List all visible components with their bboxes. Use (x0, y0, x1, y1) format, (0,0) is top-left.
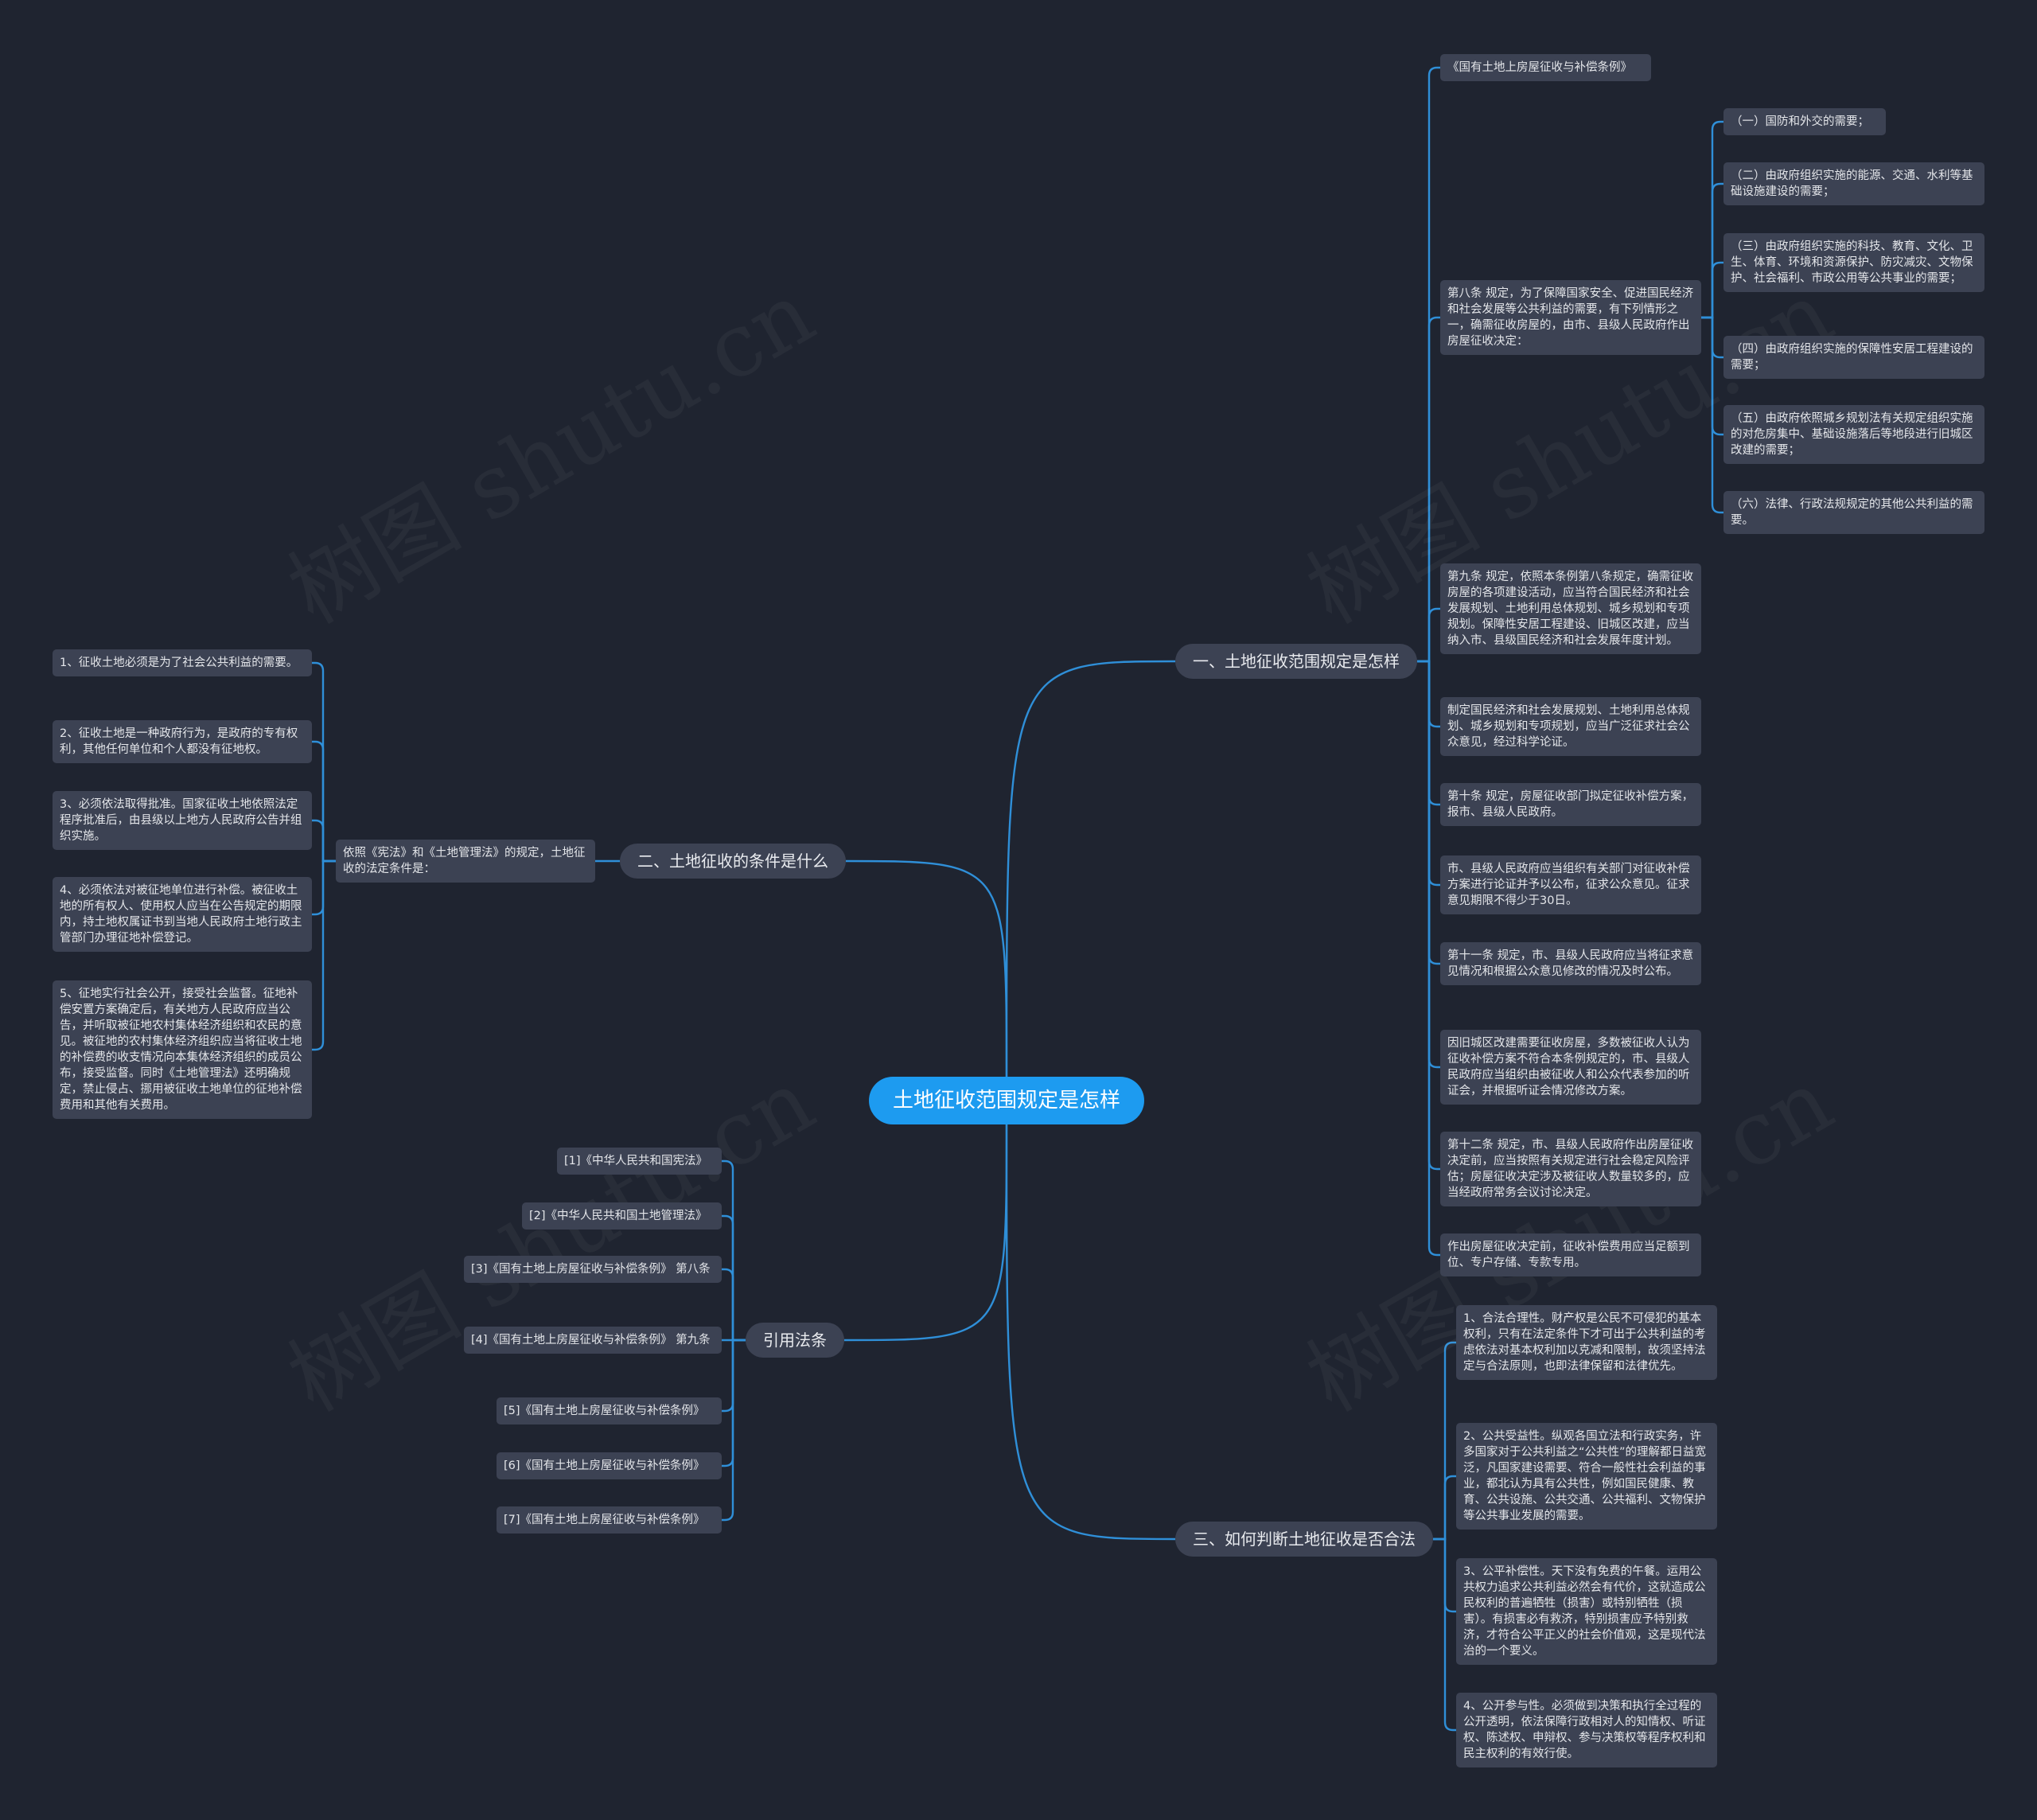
child-connector (722, 1214, 746, 1342)
child-connector (1701, 182, 1723, 319)
leaf-article-8-item-6[interactable]: （六）法律、行政法规规定的其他公共利益的需要。 (1723, 491, 1984, 534)
leaf-condition-1[interactable]: 1、征收土地必须是为了社会公共利益的需要。 (53, 649, 312, 676)
branch-connector (845, 859, 1008, 1078)
leaf-article-8-item-2[interactable]: （二）由政府组织实施的能源、交通、水利等基础设施建设的需要； (1723, 162, 1984, 205)
child-connector (1433, 1341, 1456, 1541)
child-connector (1701, 120, 1723, 319)
child-connector (1433, 1475, 1456, 1541)
leaf-article-9[interactable]: 第九条 规定，依照本条例第八条规定，确需征收房屋的各项建设活动，应当符合国民经济… (1440, 563, 1701, 654)
leaf-legality-criterion-2[interactable]: 2、公共受益性。纵观各国立法和行政实务，许多国家对于公共利益之“公共性”的理解都… (1456, 1423, 1717, 1530)
branch-connector (1005, 1124, 1176, 1541)
leaf-article-8-item-1[interactable]: （一）国防和外交的需要； (1723, 108, 1886, 135)
child-connector (312, 740, 336, 863)
leaf-condition-2[interactable]: 2、征收土地是一种政府行为，是政府的专有权利，其他任何单位和个人都没有征地权。 (53, 720, 312, 763)
citation-item[interactable]: [2]《中华人民共和国土地管理法》 (522, 1202, 722, 1230)
child-connector (1417, 316, 1440, 663)
leaf-legality-criterion-3[interactable]: 3、公平补偿性。天下没有免费的午餐。运用公共权力追求公共利益必然会有代价，这就造… (1456, 1558, 1717, 1665)
leaf-regulation-title[interactable]: 《国有土地上房屋征收与补偿条例》 (1440, 54, 1651, 81)
leaf-article-8-item-5[interactable]: （五）由政府依照城乡规划法有关规定组织实施的对危房集中、基础设施落后等地段进行旧… (1723, 405, 1984, 464)
leaf-compensation-funds[interactable]: 作出房屋征收决定前，征收补偿费用应当足额到位、专户存储、专款专用。 (1440, 1233, 1701, 1276)
leaf-legal-conditions[interactable]: 依照《宪法》和《土地管理法》的规定，土地征收的法定条件是： (336, 840, 595, 883)
leaf-article-12[interactable]: 第十二条 规定，市、县级人民政府作出房屋征收决定前，应当按照有关规定进行社会稳定… (1440, 1132, 1701, 1206)
child-connector (1417, 66, 1440, 663)
child-connector (722, 1268, 746, 1342)
leaf-article-8-item-3[interactable]: （三）由政府组织实施的科技、教育、文化、卫生、体育、环境和资源保护、防灾减灾、文… (1723, 233, 1984, 292)
citation-item[interactable]: [7]《国有土地上房屋征收与补偿条例》 (497, 1506, 722, 1534)
citation-item[interactable]: [5]《国有土地上房屋征收与补偿条例》 (497, 1397, 722, 1424)
child-connector (312, 819, 336, 863)
leaf-condition-3[interactable]: 3、必须依法取得批准。国家征收土地依照法定程序批准后，由县级以上地方人民政府公告… (53, 791, 312, 850)
leaf-article-8[interactable]: 第八条 规定，为了保障国家安全、促进国民经济和社会发展等公共利益的需要，有下列情… (1440, 280, 1701, 355)
leaf-article-8-item-4[interactable]: （四）由政府组织实施的保障性安居工程建设的需要； (1723, 336, 1984, 379)
child-connector (1417, 660, 1440, 1257)
child-connector (312, 661, 336, 863)
citation-item[interactable]: [1]《中华人民共和国宪法》 (557, 1148, 722, 1175)
branch-connector (843, 1124, 1008, 1342)
leaf-old-city-hearing[interactable]: 因旧城区改建需要征收房屋，多数被征收人认为征收补偿方案不符合本条例规定的，市、县… (1440, 1030, 1701, 1105)
citation-item[interactable]: [3]《国有土地上房屋征收与补偿条例》 第八条 (464, 1256, 722, 1283)
citation-item[interactable]: [4]《国有土地上房屋征收与补偿条例》 第九条 (464, 1327, 722, 1354)
root-topic[interactable]: 土地征收范围规定是怎样 (869, 1077, 1145, 1124)
child-connector (1433, 1537, 1456, 1732)
child-connector (1701, 316, 1723, 514)
leaf-condition-5[interactable]: 5、征地实行社会公开，接受社会监督。征地补偿安置方案确定后，有关地方人民政府应当… (53, 980, 312, 1119)
leaf-article-10[interactable]: 第十条 规定，房屋征收部门拟定征收补偿方案，报市、县级人民政府。 (1440, 783, 1701, 826)
child-connector (1701, 261, 1723, 319)
leaf-planning-consultation[interactable]: 制定国民经济和社会发展规划、土地利用总体规划、城乡规划和专项规划，应当广泛征求社… (1440, 697, 1701, 756)
branch-legality-judgment[interactable]: 三、如何判断土地征收是否合法 (1175, 1522, 1433, 1557)
leaf-compensation-plan-review[interactable]: 市、县级人民政府应当组织有关部门对征收补偿方案进行论证并予以公布，征求公众意见。… (1440, 855, 1701, 914)
leaf-legality-criterion-4[interactable]: 4、公开参与性。必须做到决策和执行全过程的公开透明，依法保障行政相对人的知情权、… (1456, 1693, 1717, 1767)
branch-connector (1005, 660, 1176, 1078)
branch-expropriation-conditions[interactable]: 二、土地征收的条件是什么 (620, 844, 846, 879)
branch-land-expropriation-scope[interactable]: 一、土地征收范围规定是怎样 (1175, 644, 1417, 679)
child-connector (1417, 607, 1440, 663)
leaf-condition-4[interactable]: 4、必须依法对被征地单位进行补偿。被征收土地的所有权人、使用权人应当在公告规定的… (53, 877, 312, 952)
citation-item[interactable]: [6]《国有土地上房屋征收与补偿条例》 (497, 1452, 722, 1479)
child-connector (722, 1339, 746, 1522)
child-connector (312, 859, 336, 1051)
child-connector (722, 1159, 746, 1342)
leaf-article-11[interactable]: 第十一条 规定，市、县级人民政府应当将征求意见情况和根据公众意见修改的情况及时公… (1440, 942, 1701, 985)
branch-cited-laws[interactable]: 引用法条 (746, 1323, 844, 1358)
leaf-legality-criterion-1[interactable]: 1、合法合理性。财产权是公民不可侵犯的基本权利，只有在法定条件下才可出于公共利益… (1456, 1305, 1717, 1380)
